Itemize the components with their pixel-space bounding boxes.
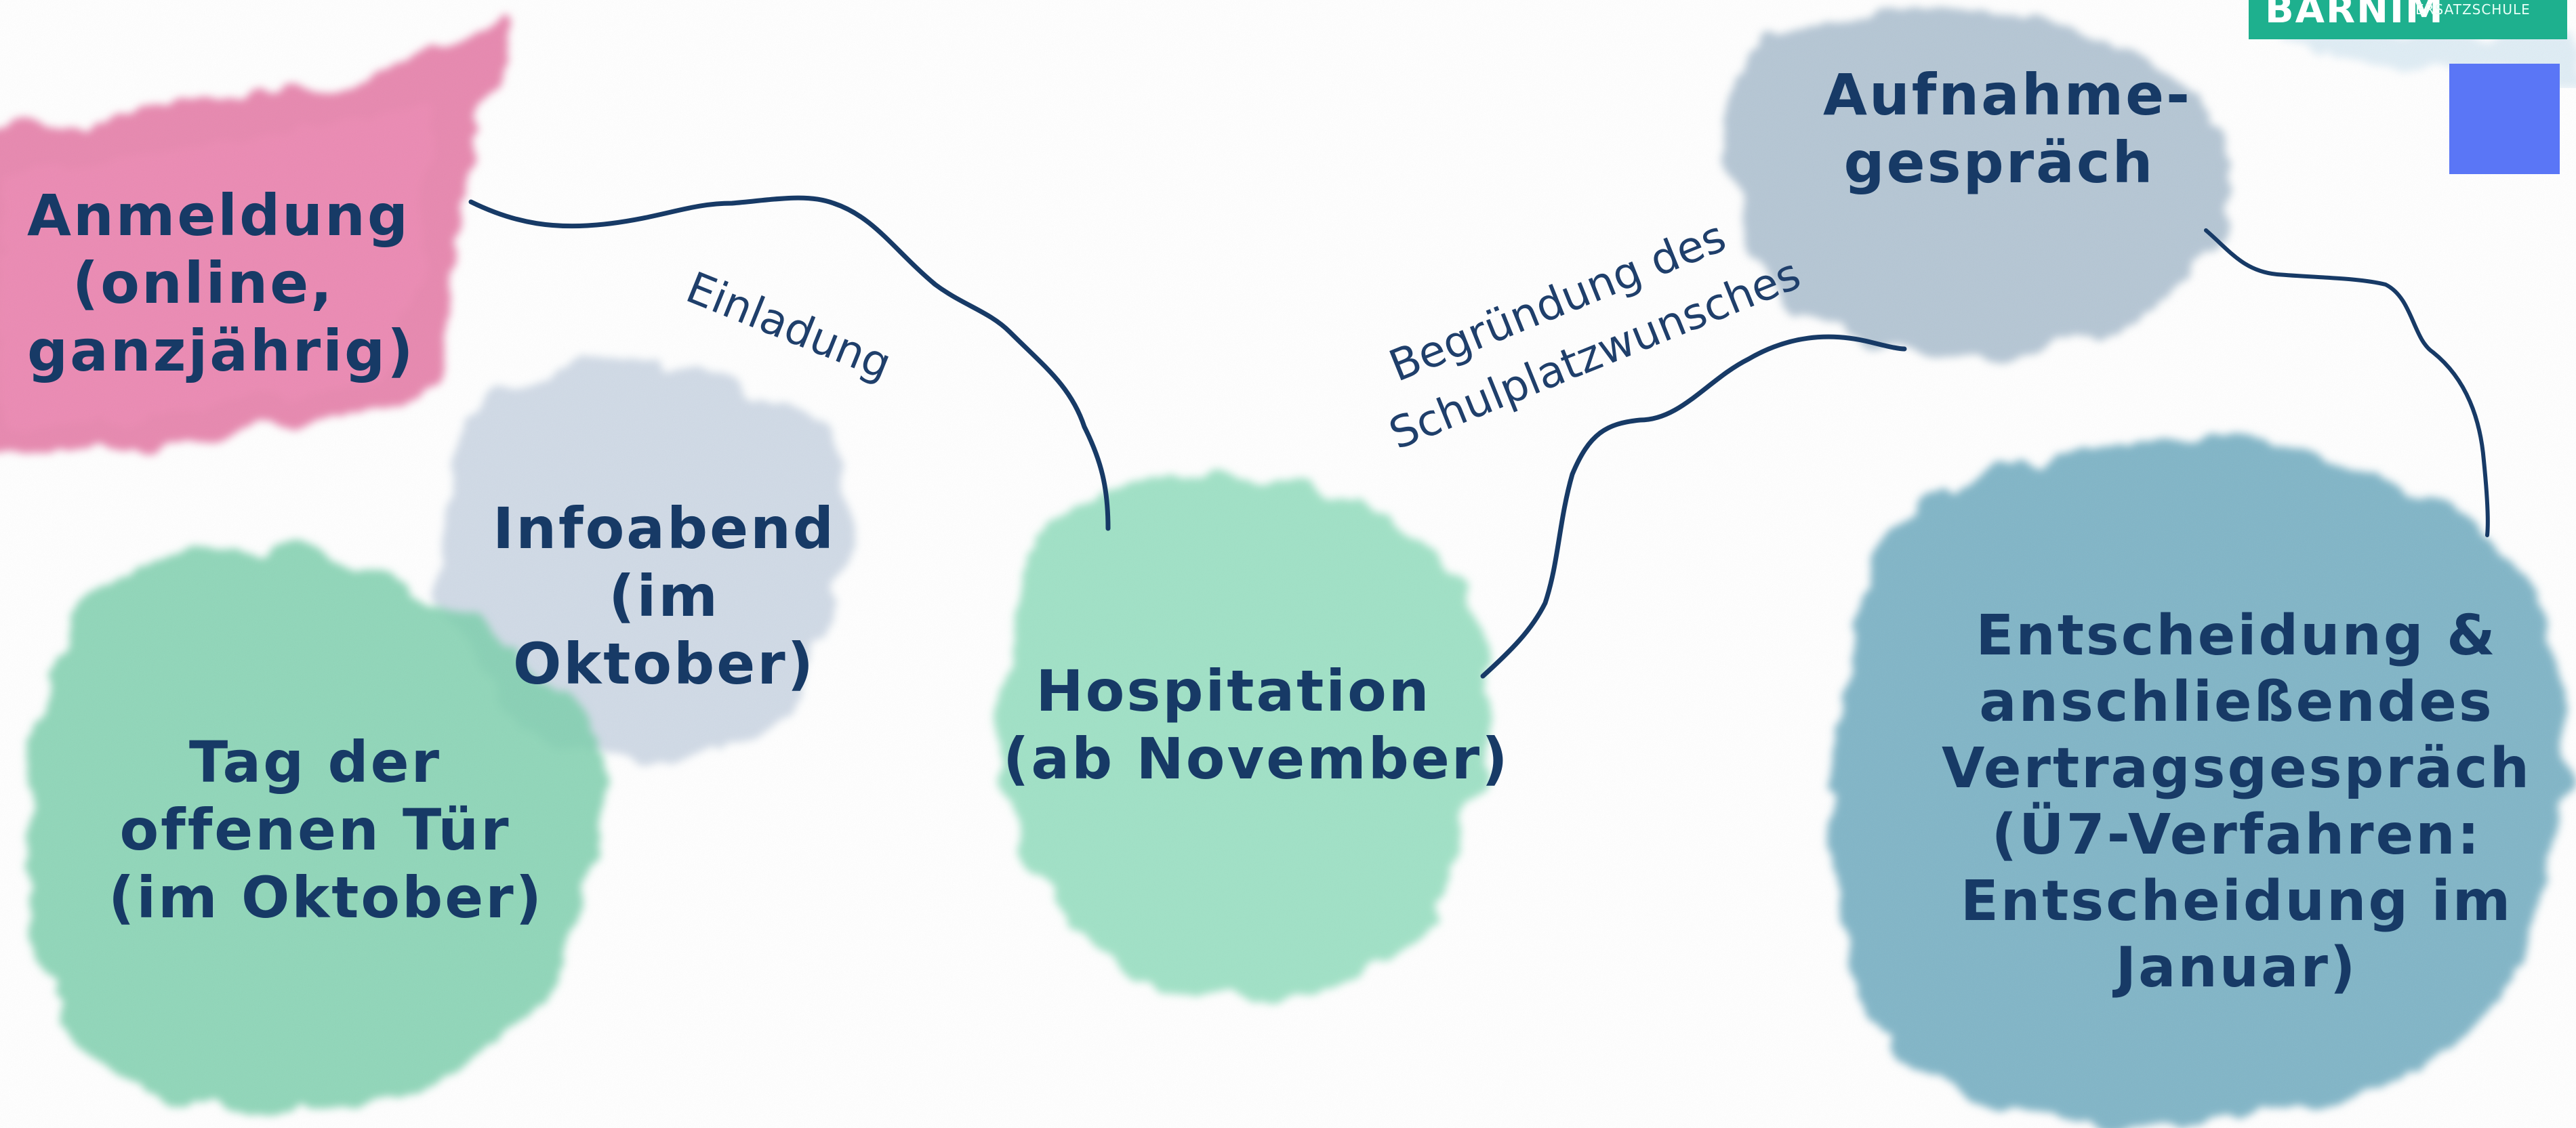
- node-tag-offene-tuer: Tag der offenen Tür (im Oktober): [108, 728, 544, 932]
- logo-sub-text: ERSATZSCHULE: [2415, 1, 2531, 18]
- node-tag-offene-tuer-line-3: (im Oktober): [108, 864, 544, 931]
- node-hospitation: Hospitation (ab November): [1003, 657, 1510, 793]
- node-infoabend: Infoabend (im Oktober): [488, 495, 840, 698]
- node-entscheidung: Entscheidung & anschließendes Vertragsge…: [1938, 603, 2535, 1001]
- node-hospitation-line-2: (ab November): [1003, 726, 1510, 792]
- node-infoabend-line-3: Oktober): [512, 631, 816, 697]
- node-anmeldung-line-3: ganzjährig): [27, 318, 415, 384]
- school-logo: BARNIM ERSATZSCHULE: [2249, 0, 2567, 39]
- node-entscheidung-line-6: Januar): [2115, 936, 2358, 1000]
- connector-hospitation-aufnahme: [1480, 334, 1907, 679]
- node-aufnahmegespraech-line-2: gespräch: [1843, 129, 2155, 196]
- node-infoabend-line-2: (im: [609, 563, 720, 629]
- node-tag-offene-tuer-line-1: Tag der: [188, 729, 442, 795]
- node-tag-offene-tuer-line-2: offenen Tür: [119, 797, 511, 863]
- connector-anmeldung-hospitation: [468, 195, 1111, 531]
- node-anmeldung-line-2: (online,: [72, 250, 335, 316]
- node-entscheidung-line-4: (Ü7-Verfahren:: [1991, 803, 2482, 867]
- node-aufnahmegespraech: Aufnahme- gespräch: [1823, 61, 2192, 196]
- connector-aufnahme-entscheidung: [2204, 228, 2490, 537]
- node-infoabend-line-1: Infoabend: [492, 495, 836, 562]
- node-entscheidung-line-5: Entscheidung im: [1960, 869, 2513, 934]
- node-anmeldung: Anmeldung (online, ganzjährig): [27, 182, 415, 385]
- node-anmeldung-line-1: Anmeldung: [27, 182, 410, 249]
- node-entscheidung-line-2: anschließendes: [1979, 670, 2494, 734]
- node-aufnahmegespraech-line-1: Aufnahme-: [1823, 62, 2192, 128]
- node-entscheidung-line-1: Entscheidung &: [1976, 604, 2497, 668]
- logo-main-text: BARNIM: [2265, 0, 2445, 32]
- node-hospitation-line-1: Hospitation: [1036, 658, 1431, 724]
- accent-square: [2449, 64, 2560, 174]
- node-entscheidung-line-3: Vertragsgespräch: [1941, 736, 2532, 801]
